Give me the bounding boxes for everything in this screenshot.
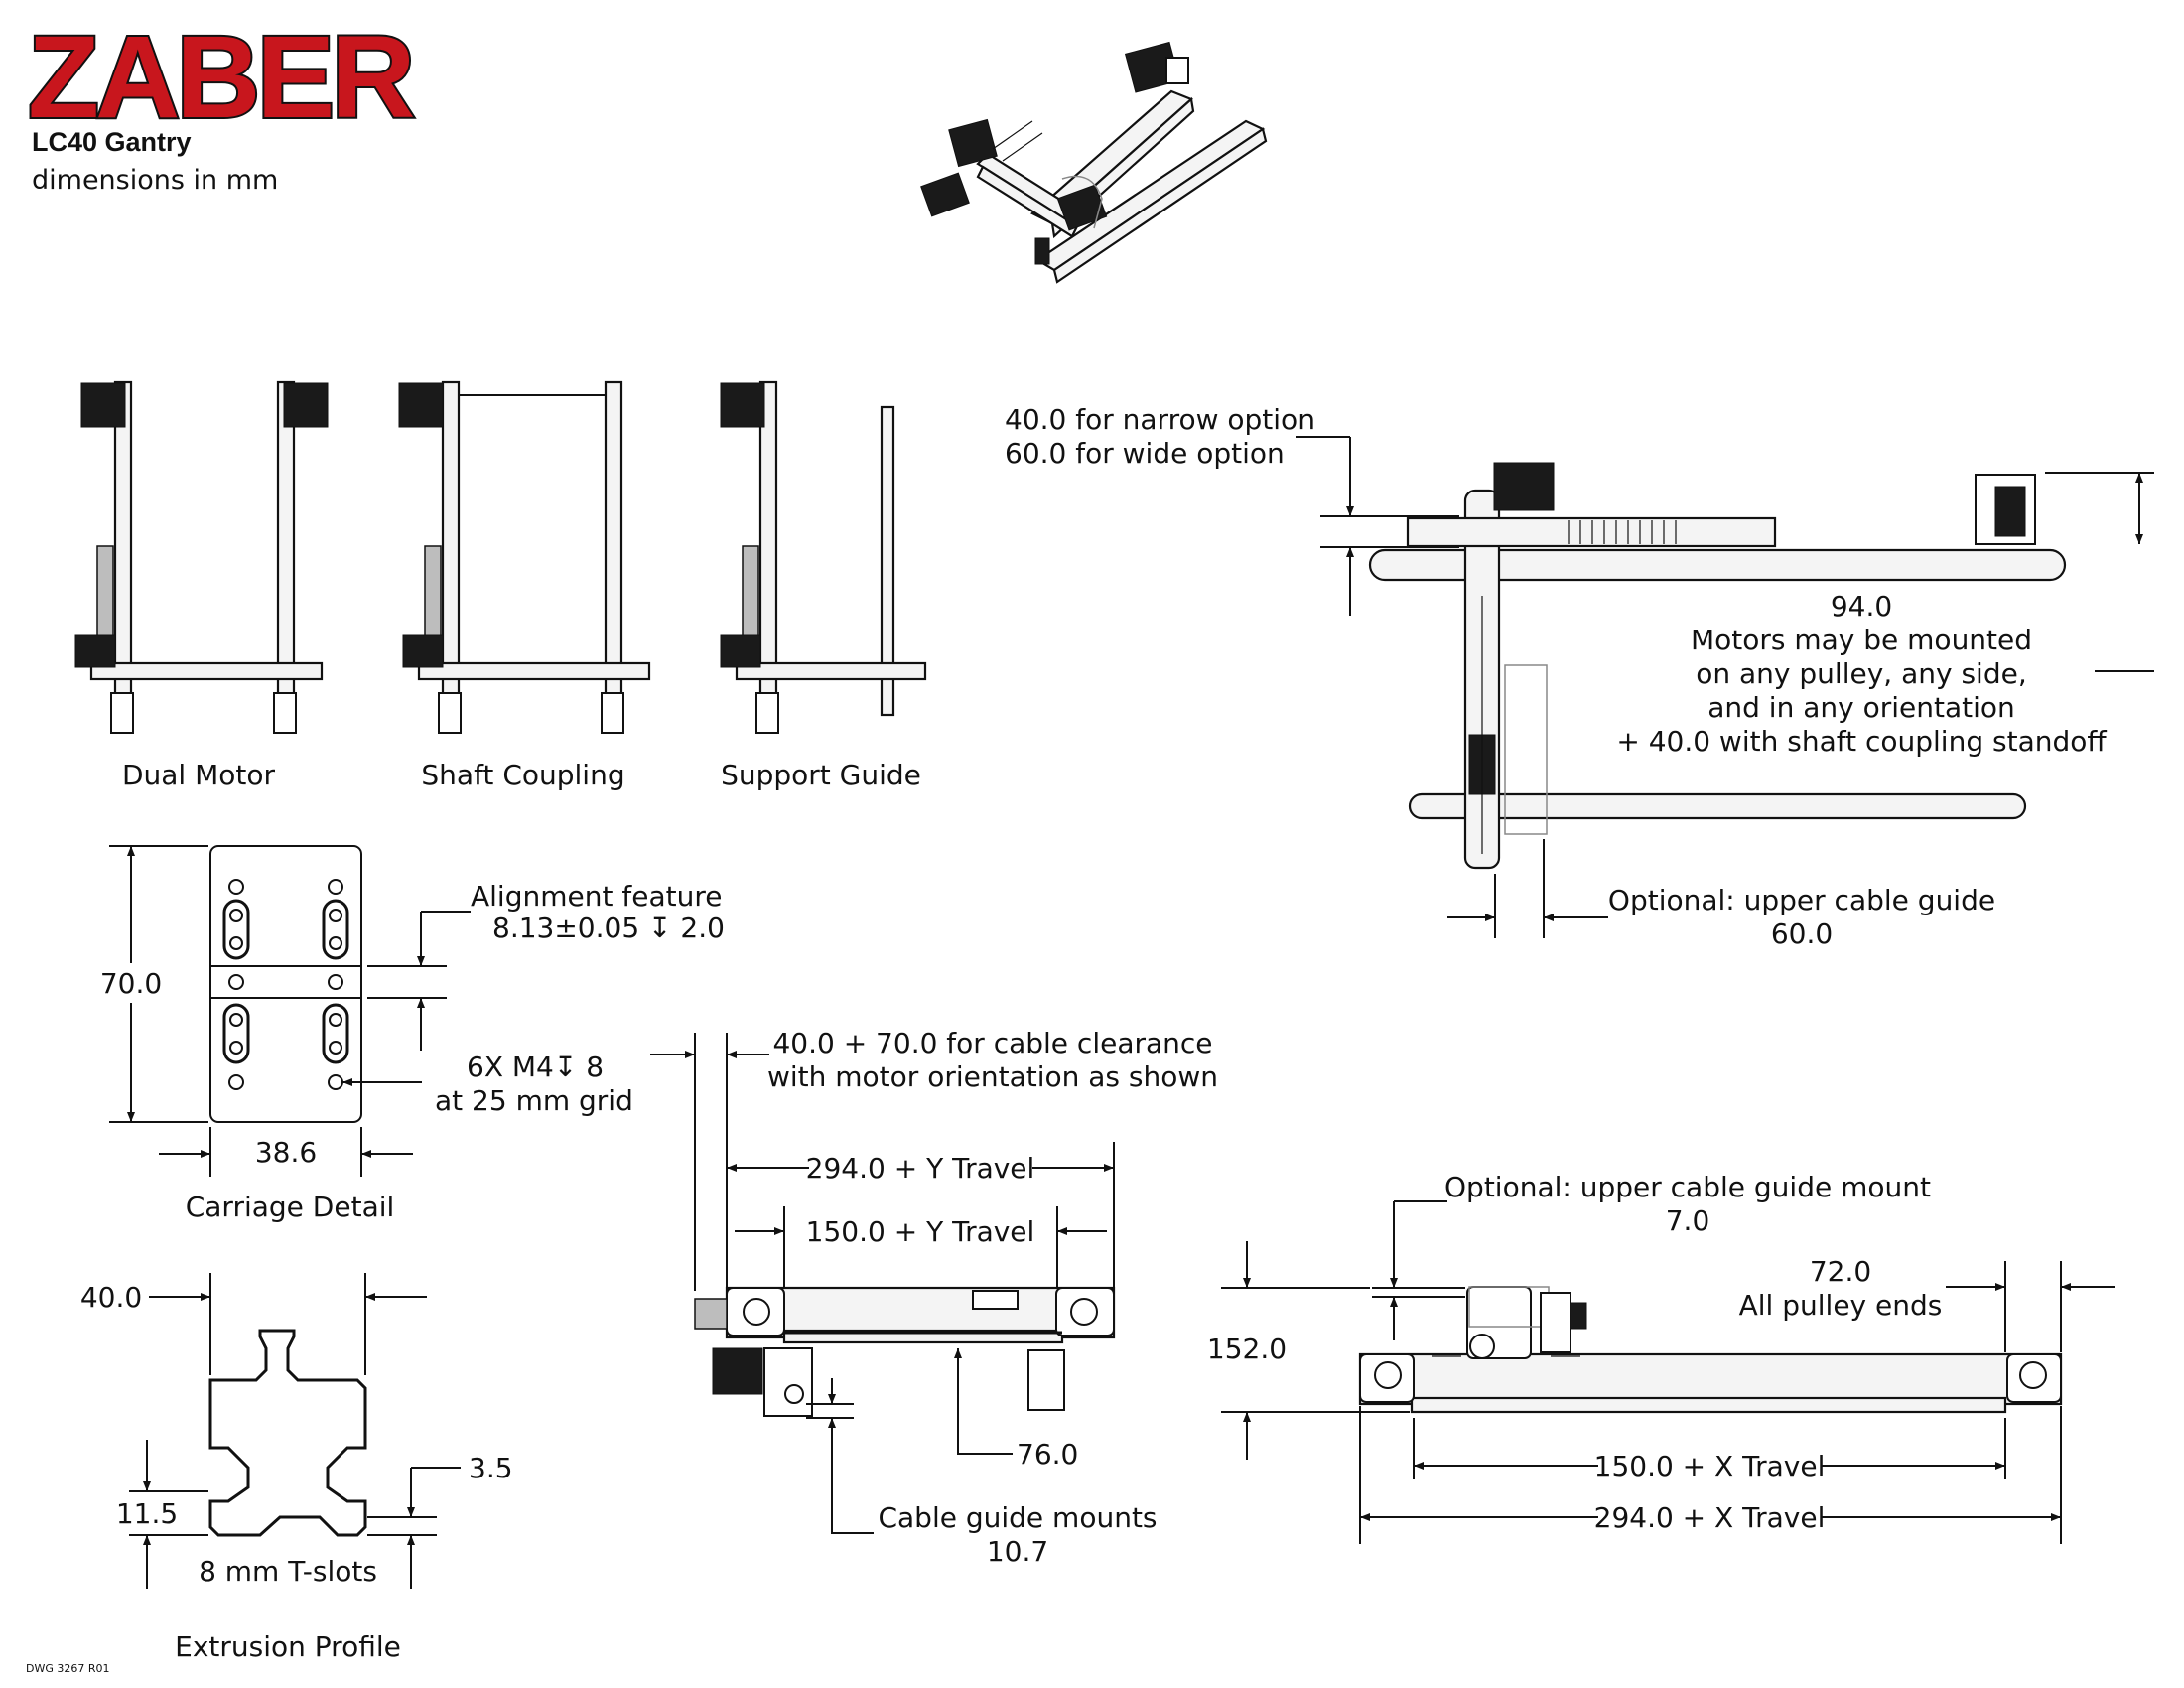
y-offset-dim: 76.0 [1017, 1438, 1078, 1471]
drawing-number: DWG 3267 R01 [26, 1662, 110, 1675]
x-inner-dim: 150.0 + X Travel [1594, 1450, 1826, 1482]
mount-dim: 7.0 [1666, 1204, 1710, 1237]
side-view-x: Optional: upper cable guide mount 7.0 15… [1207, 1171, 2115, 1544]
height-note-1: 40.0 for narrow option [1005, 403, 1315, 436]
title-block: ZABER LC40 Gantry dimensions in mm [26, 10, 419, 196]
zaber-logo: ZABER [28, 12, 413, 143]
motor-note-3: and in any orientation [1707, 691, 2015, 724]
view-support-guide: Support Guide [720, 380, 927, 791]
x-outer-dim: 294.0 + X Travel [1594, 1501, 1826, 1534]
carriage-caption: Carriage Detail [186, 1191, 395, 1223]
side-view-y: 40.0 + 70.0 for cable clearance with mot… [650, 1027, 1218, 1568]
carriage-detail: 70.0 38.6 Alignment feature 8.13±0.05 ↧ … [100, 845, 725, 1223]
alignment-dim: 8.13±0.05 ↧ 2.0 [492, 912, 725, 944]
slot-depth: 3.5 [469, 1452, 513, 1484]
view-shaft-coupling: Shaft Coupling [398, 380, 651, 791]
top-view: 40.0 for narrow option 60.0 for wide opt… [1005, 403, 2154, 950]
mount-label: Optional: upper cable guide mount [1444, 1171, 1931, 1203]
extrusion-width: 40.0 [80, 1281, 142, 1314]
motor-dim: 94.0 [1831, 590, 1892, 623]
alignment-label: Alignment feature [471, 880, 722, 913]
product-title: LC40 Gantry [32, 127, 192, 157]
caption-shaft-coupling: Shaft Coupling [421, 759, 624, 791]
motor-note-4: + 40.0 with shaft coupling standoff [1616, 725, 2107, 758]
y-inner-dim: 150.0 + Y Travel [806, 1215, 1035, 1248]
motor-note-2: on any pulley, any side, [1696, 657, 2026, 690]
mounts-dim: 10.7 [987, 1535, 1048, 1568]
carriage-width: 38.6 [255, 1136, 317, 1169]
extrusion-profile: 40.0 11.5 3.5 8 mm T-slots Extrusion Pro… [80, 1273, 513, 1663]
slot-label: 8 mm T-slots [199, 1555, 377, 1588]
slot-offset: 11.5 [116, 1497, 178, 1530]
holes-note-2: at 25 mm grid [435, 1084, 633, 1117]
holes-note-1: 6X M4↧ 8 [467, 1051, 604, 1083]
clearance-note-1: 40.0 + 70.0 for cable clearance [772, 1027, 1212, 1059]
caption-dual-motor: Dual Motor [122, 759, 276, 791]
pulley-dim: 72.0 [1810, 1255, 1871, 1288]
mounts-label: Cable guide mounts [878, 1501, 1157, 1534]
clearance-note-2: with motor orientation as shown [767, 1060, 1218, 1093]
x-height-dim: 152.0 [1207, 1333, 1287, 1365]
pulley-label: All pulley ends [1739, 1289, 1943, 1322]
mounting-holes [222, 879, 349, 1090]
carriage-height: 70.0 [100, 967, 162, 1000]
y-outer-dim: 294.0 + Y Travel [806, 1152, 1035, 1185]
cable-guide-dim: 60.0 [1771, 917, 1833, 950]
isometric-view [920, 41, 1268, 284]
height-note-2: 60.0 for wide option [1005, 437, 1285, 470]
cable-guide-label: Optional: upper cable guide [1608, 884, 1995, 916]
view-dual-motor: Dual Motor [74, 380, 329, 791]
caption-support-guide: Support Guide [721, 759, 921, 791]
motor-note-1: Motors may be mounted [1691, 624, 2032, 656]
units-note: dimensions in mm [32, 165, 278, 196]
extrusion-caption: Extrusion Profile [175, 1630, 401, 1663]
